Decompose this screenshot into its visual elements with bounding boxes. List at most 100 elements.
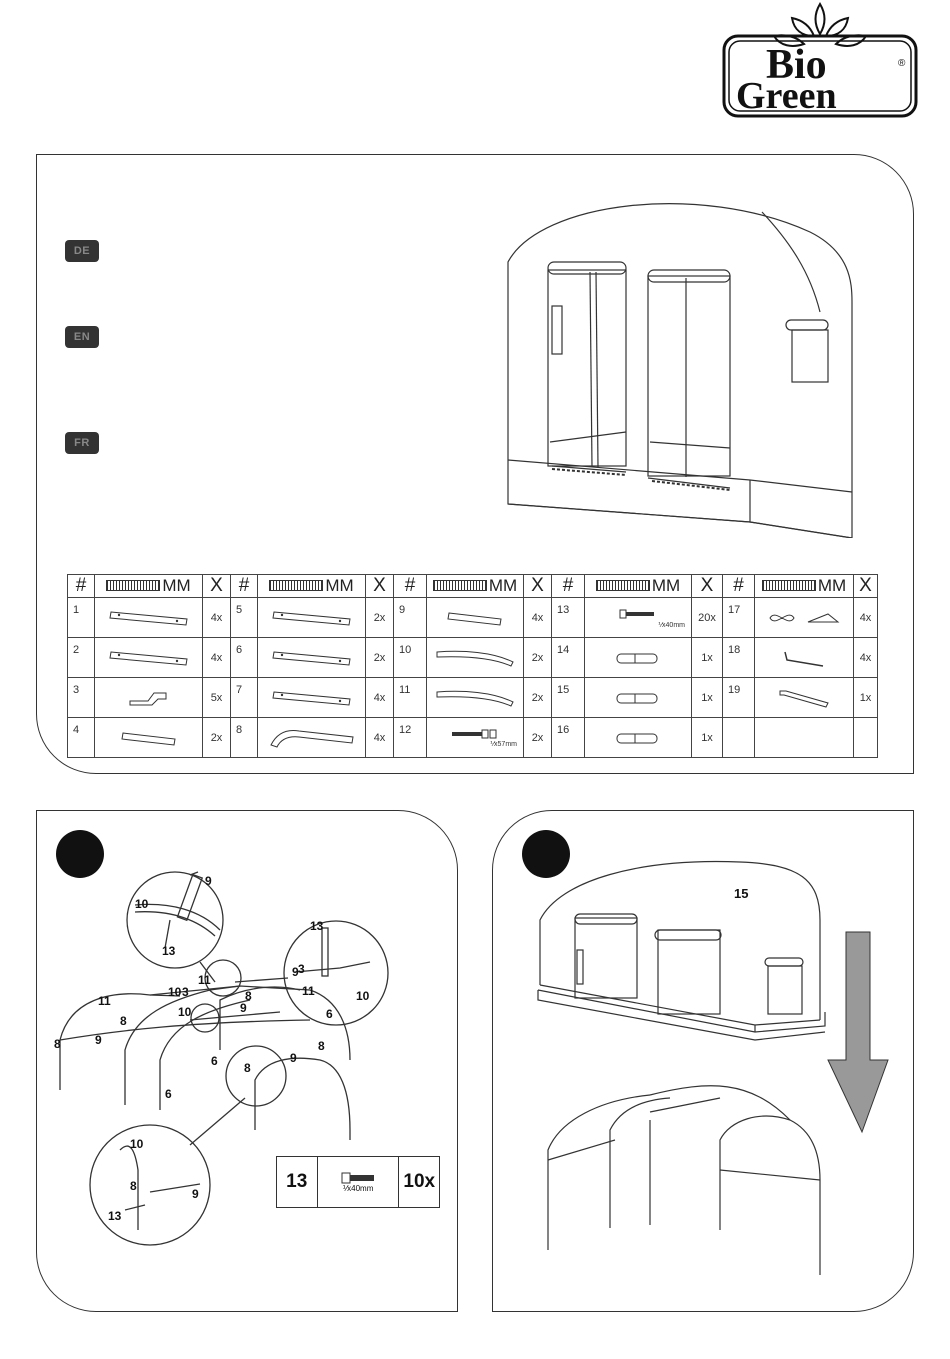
part-number: 15 [551,677,585,718]
part-size-note: ⅟x40mm [658,621,685,629]
part-number: 14 [551,637,585,678]
biogreen-logo: Bio Green ® [722,0,918,120]
ruler-icon [595,580,650,592]
col-mm-5: MM [754,574,854,598]
part-quantity: 2x [523,677,552,718]
callout-10: 10 [130,1137,144,1151]
callout-8: 8 [318,1039,325,1053]
lang-badge-en: EN [65,326,99,348]
callout-6: 6 [211,1054,218,1068]
part-drawing [257,677,366,718]
part-quantity: 1x [691,637,723,678]
part-quantity: 4x [853,597,878,638]
short-tube-icon [427,609,523,627]
short-tube-joint-icon [585,650,691,666]
short-tube-icon [95,729,202,747]
callout-10: 10 [178,1005,192,1019]
elbow-tube-icon [258,727,365,749]
step1-number-dot [56,830,104,878]
curved-tube-icon [427,688,523,708]
part-quantity: 4x [853,637,878,678]
callout-9: 9 [290,1051,297,1065]
part-drawing [754,637,854,678]
callout-13: 13 [310,919,324,933]
col-qty-4: X [691,574,723,598]
long-tube-holes-icon [258,689,365,707]
short-tube-joint-icon [585,730,691,746]
col-qty-1: X [202,574,231,598]
part-number: 16 [551,717,585,758]
part-quantity: 20x [691,597,723,638]
callout-6: 6 [165,1087,172,1101]
col-qty-5: X [853,574,878,598]
allen-key-icon [755,687,853,709]
part-quantity: 4x [365,677,394,718]
part-number: 2 [67,637,95,678]
parts-panel [36,154,914,774]
callout-3: 3 [298,962,305,976]
part-quantity: 2x [202,717,231,758]
part-quantity: 4x [365,717,394,758]
callout-10: 10 [168,985,182,999]
long-tube-holes-icon [258,609,365,627]
col-mm-1: MM [94,574,203,598]
part-drawing [94,637,203,678]
col-num-3: # [393,574,427,598]
part-number: 6 [230,637,258,678]
part-number: 19 [722,677,755,718]
ruler-icon [432,580,487,592]
callout-3: 3 [182,985,189,999]
part-quantity: 1x [853,677,878,718]
part-drawing [754,677,854,718]
callout-9: 9 [192,1187,199,1201]
long-bolt-icon [427,728,523,740]
callout-8: 8 [120,1014,127,1028]
part-drawing [94,717,203,758]
part-quantity: 1x [691,677,723,718]
col-mm-3: MM [426,574,524,598]
col-qty-3: X [523,574,552,598]
part-quantity: 4x [523,597,552,638]
part-drawing [584,677,692,718]
part-drawing [94,677,203,718]
part-drawing [584,717,692,758]
part-number: 17 [722,597,755,638]
short-tube-joint-icon [585,690,691,706]
parts-table-header: # MM X # MM X # MM X # MM X # MM X [67,574,878,598]
callout-13: 13 [162,944,176,958]
bolt-part-number: 13 [277,1157,318,1207]
callout-9: 9 [240,1001,247,1015]
callout-15: 15 [734,886,748,901]
lang-badge-de: DE [65,240,99,262]
hook-icon [755,648,853,668]
bolt-size-label: ⅟x40mm [342,1183,374,1193]
long-tube-holes-icon [95,649,202,667]
bolt-icon [341,1172,374,1183]
ruler-icon [106,580,161,592]
long-tube-holes-icon [95,609,202,627]
part-quantity: 2x [365,637,394,678]
part-number: 18 [722,637,755,678]
part-drawing [584,637,692,678]
bolt-icon [585,607,691,621]
col-qty-2: X [365,574,394,598]
part-drawing: ⅟x57mm [426,717,524,758]
callout-6: 6 [326,1007,333,1021]
part-quantity: 4x [202,637,231,678]
part-drawing [257,637,366,678]
bracket-icon [95,689,202,707]
part-number: 13 [551,597,585,638]
empty-cell [754,717,854,758]
part-quantity: 2x [523,717,552,758]
part-number: 7 [230,677,258,718]
part-drawing [426,597,524,638]
step2-number-dot [522,830,570,878]
logo-word-green: Green [736,75,837,117]
part-drawing [754,597,854,638]
part-number: 8 [230,717,258,758]
callout-11: 11 [98,994,111,1008]
long-tube-holes-icon [258,649,365,667]
